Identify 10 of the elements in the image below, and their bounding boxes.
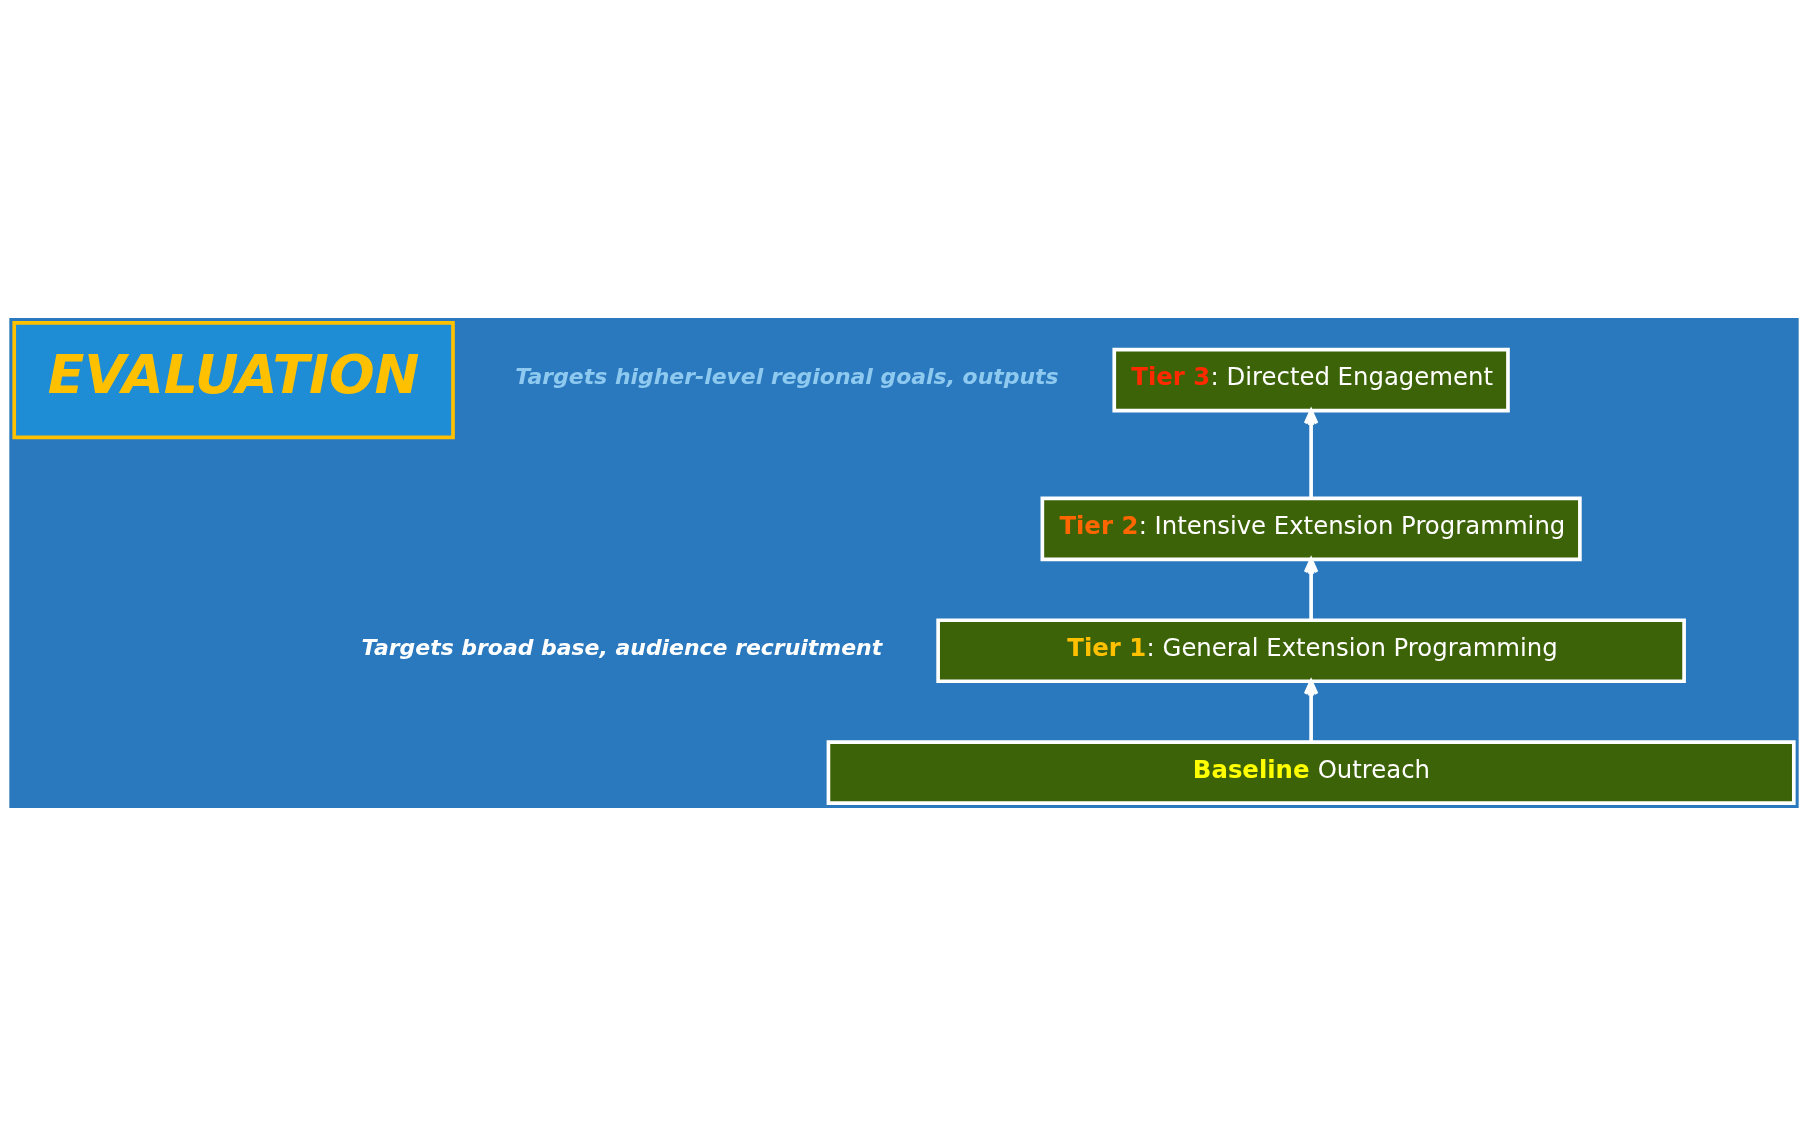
node-box: Tier 2: Intensive Extension Programming <box>1040 496 1582 561</box>
arrow <box>1303 557 1318 620</box>
arrow <box>1303 408 1318 498</box>
node-box: Tier 3: Directed Engagement <box>1111 347 1510 412</box>
node-box: Tier 1: General Extension Programming <box>935 617 1686 683</box>
label: Targets higher-level regional goals, outputs <box>514 363 1059 389</box>
label: Targets broad base, audience recruitment <box>361 634 882 660</box>
node-box: EVALUATION <box>11 320 455 439</box>
node-box: Baseline Outreach <box>826 739 1796 805</box>
arrow <box>1303 679 1318 742</box>
